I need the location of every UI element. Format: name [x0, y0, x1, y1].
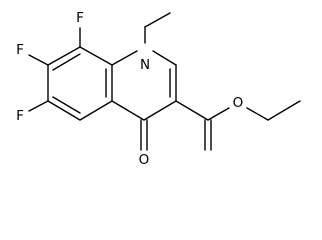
- molecule-structure: F F F N O O: [16, 10, 301, 168]
- bond-c7-f: [28, 54, 49, 66]
- ketone-group: [140, 119, 148, 151]
- bond-c3-cester: [175, 100, 209, 121]
- atom-label-f6: F: [16, 108, 24, 124]
- bond-o-ch2: [246, 107, 269, 121]
- bond-c7-c8-inner: [52, 53, 81, 71]
- bond-c8a-c8: [79, 46, 113, 66]
- bond-c4-c4a: [111, 100, 145, 121]
- bond-c8a-n1: [111, 50, 138, 66]
- n-ethyl-group: [144, 12, 171, 44]
- bond-c3-c4: [143, 100, 177, 121]
- atom-label-o4: O: [139, 152, 150, 168]
- pyridinone-ring: [111, 50, 177, 121]
- bond-c6-c5-inner: [52, 96, 81, 114]
- bond-ch2-ch3-ester: [267, 100, 301, 121]
- bond-n1-c2: [152, 50, 177, 66]
- bond-c8-c7: [47, 46, 81, 66]
- bond-c6-c5: [47, 100, 81, 121]
- atom-label-f8: F: [76, 10, 84, 26]
- atom-label-f7: F: [16, 42, 24, 58]
- bond-ch2-ch3: [144, 12, 171, 28]
- fluorine-bonds: [28, 27, 81, 112]
- atom-label-o-ester: O: [233, 95, 244, 111]
- bond-cester-o-single: [207, 107, 230, 121]
- atom-label-n1: N: [140, 57, 150, 73]
- benzene-ring: [47, 46, 113, 121]
- bond-c5-c4a: [79, 100, 113, 121]
- ester-group: [175, 100, 301, 151]
- bond-c6-f: [28, 100, 49, 112]
